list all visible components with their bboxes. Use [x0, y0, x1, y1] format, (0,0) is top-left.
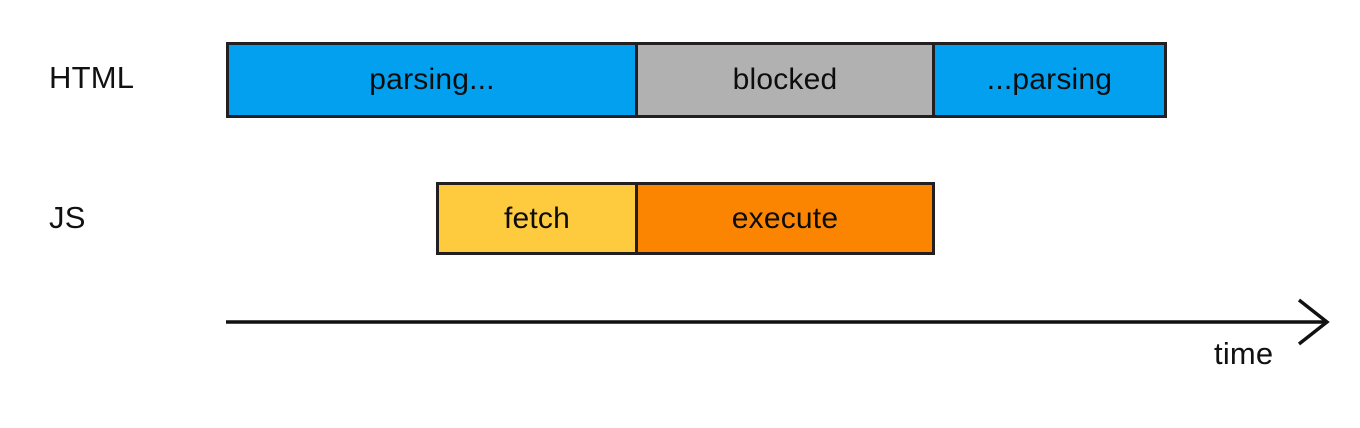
row-label-html: HTML — [49, 60, 135, 95]
timeline-track-js: fetch execute — [436, 182, 935, 255]
time-axis-arrow-icon — [226, 298, 1330, 346]
segment-js-execute: execute — [635, 182, 935, 255]
time-axis — [226, 298, 1330, 378]
segment-html-parsing-resume: ...parsing — [932, 42, 1167, 118]
segment-html-blocked: blocked — [635, 42, 935, 118]
row-label-js: JS — [49, 200, 86, 235]
time-axis-caption: time — [1214, 336, 1274, 371]
segment-js-fetch: fetch — [436, 182, 638, 255]
segment-html-parsing-start: parsing... — [226, 42, 638, 118]
timeline-track-html: parsing... blocked ...parsing — [226, 42, 1167, 118]
